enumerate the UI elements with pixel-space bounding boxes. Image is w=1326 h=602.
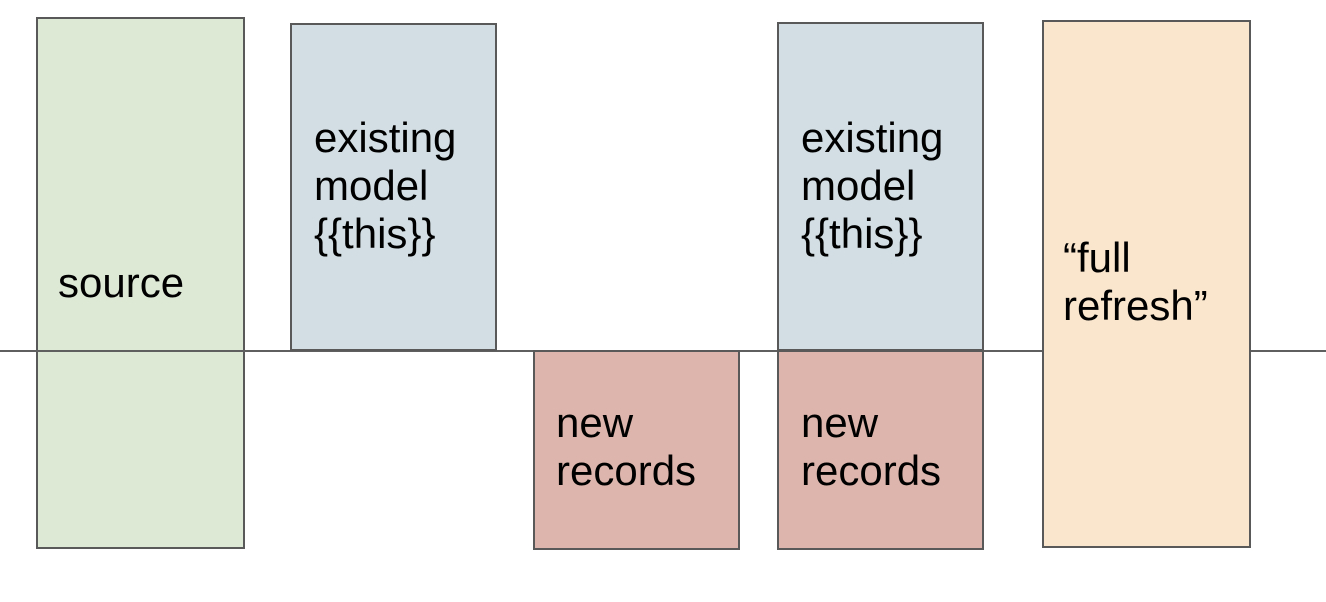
source-label: source — [58, 259, 185, 306]
existing-model-box-2 — [777, 22, 984, 351]
existing-model-label-1: existing model {{this}} — [314, 114, 457, 257]
new-records-label-1: new records — [556, 399, 697, 494]
existing-model-label-2: existing model {{this}} — [801, 114, 944, 257]
existing-model-box-1 — [290, 23, 497, 351]
new-records-box-2 — [777, 350, 984, 550]
full-refresh-box — [1042, 20, 1251, 548]
new-records-box-1 — [533, 350, 740, 550]
source-box — [36, 17, 245, 549]
new-records-label-2: new records — [801, 399, 942, 494]
full-refresh-label: “full refresh” — [1063, 234, 1208, 329]
